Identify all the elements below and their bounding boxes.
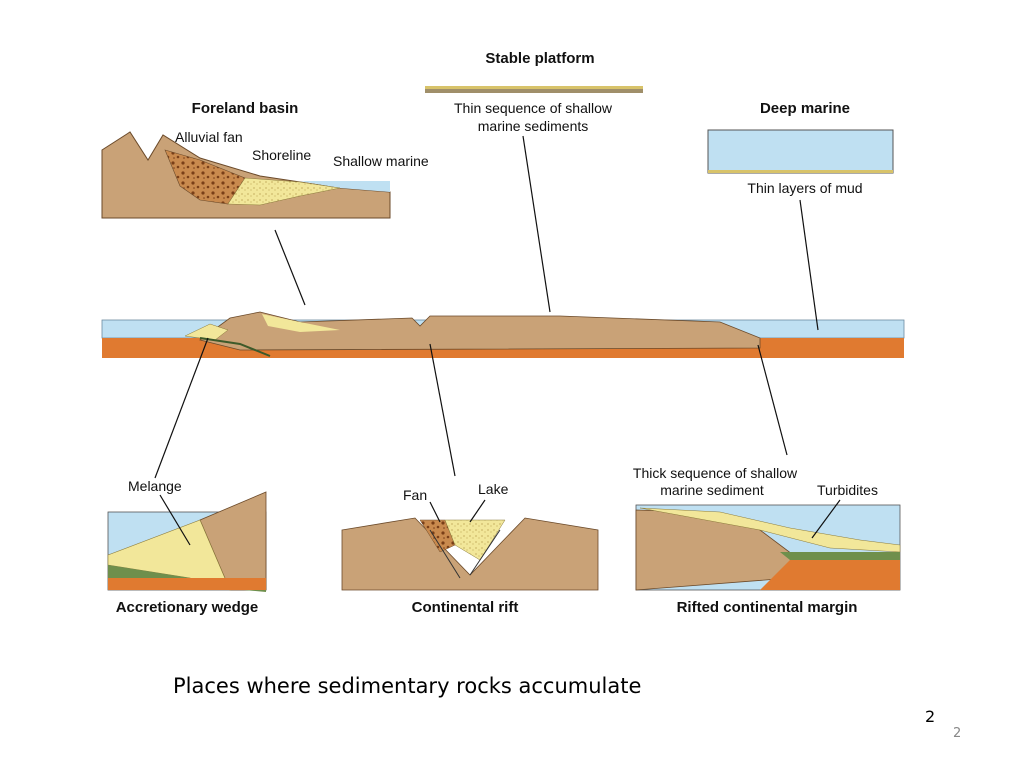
deep-marine-heading: Deep marine [760, 100, 850, 117]
rifted-margin-sediment [639, 507, 901, 553]
slide-number: 2 [925, 707, 936, 726]
thick-sequence-label-line2: marine sediment [660, 482, 764, 498]
rifted-margin-green-layer [780, 552, 900, 562]
leader-fan [429, 501, 441, 523]
continental-rift-heading: Continental rift [412, 599, 519, 616]
cross-section-continent [199, 311, 761, 351]
rifted-margin-panel: Thick sequence of shallow marine sedimen… [633, 465, 901, 616]
stable-platform-layer [425, 86, 643, 89]
turbidites-label: Turbidites [817, 482, 878, 498]
cross-section-sediment [262, 314, 340, 332]
shoreline-label: Shoreline [252, 147, 311, 163]
shallow-marine-label: Shallow marine [333, 153, 429, 169]
rifted-margin-mantle [760, 560, 900, 590]
leader-foreland [274, 229, 306, 306]
melange-label: Melange [128, 478, 182, 494]
deep-marine-panel: Deep marine Thin layers of mud [707, 100, 894, 196]
thin-sequence-label-line1: Thin sequence of shallow [454, 100, 613, 116]
continental-rift-panel: Fan Lake Continental rift [341, 481, 599, 616]
accretionary-wedge-mantle [108, 578, 266, 590]
slide-caption: Places where sedimentary rocks accumulat… [173, 674, 642, 698]
continental-rift-rock [341, 517, 599, 591]
accretionary-wedge-heading: Accretionary wedge [116, 599, 259, 616]
rift-faults [429, 529, 501, 579]
leader-stable-platform [522, 135, 551, 313]
foreland-basin-heading: Foreland basin [192, 100, 299, 117]
deep-marine-water [707, 129, 894, 174]
slide-number-corner: 2 [953, 726, 962, 741]
foreland-sea [300, 181, 390, 192]
stable-platform-panel: Stable platform Thin sequence of shallow… [425, 50, 643, 134]
leader-lake [469, 499, 486, 523]
foreland-rock [101, 131, 391, 219]
alluvial-fan-label: Alluvial fan [175, 129, 243, 145]
thin-layers-mud-label: Thin layers of mud [747, 180, 862, 196]
leader-turbidites [811, 499, 841, 539]
leader-lines [154, 135, 841, 546]
accretionary-wedge-panel: Melange Accretionary wedge [107, 478, 267, 616]
leader-rift [429, 343, 456, 477]
thick-sequence-label-line1: Thick sequence of shallow [633, 465, 798, 481]
cross-section-slab [199, 337, 271, 357]
stable-platform-heading: Stable platform [485, 50, 594, 67]
foreland-basin-panel: Foreland basin Alluvial fan Shoreline Sh… [101, 100, 429, 219]
rifted-margin-heading: Rifted continental margin [677, 599, 858, 616]
shoreline-deposit [227, 177, 341, 206]
stable-platform-layer-base [425, 89, 643, 93]
deep-marine-mud-layer [708, 170, 893, 173]
leader-melange-wedge [159, 494, 191, 546]
leader-melange [154, 337, 209, 479]
leader-deep-marine [799, 199, 819, 331]
leader-rifted-margin [757, 344, 788, 456]
lake-label: Lake [478, 481, 509, 497]
fan-label: Fan [403, 487, 427, 503]
thin-sequence-label-line2: marine sediments [478, 118, 589, 134]
central-cross-section [101, 311, 905, 358]
